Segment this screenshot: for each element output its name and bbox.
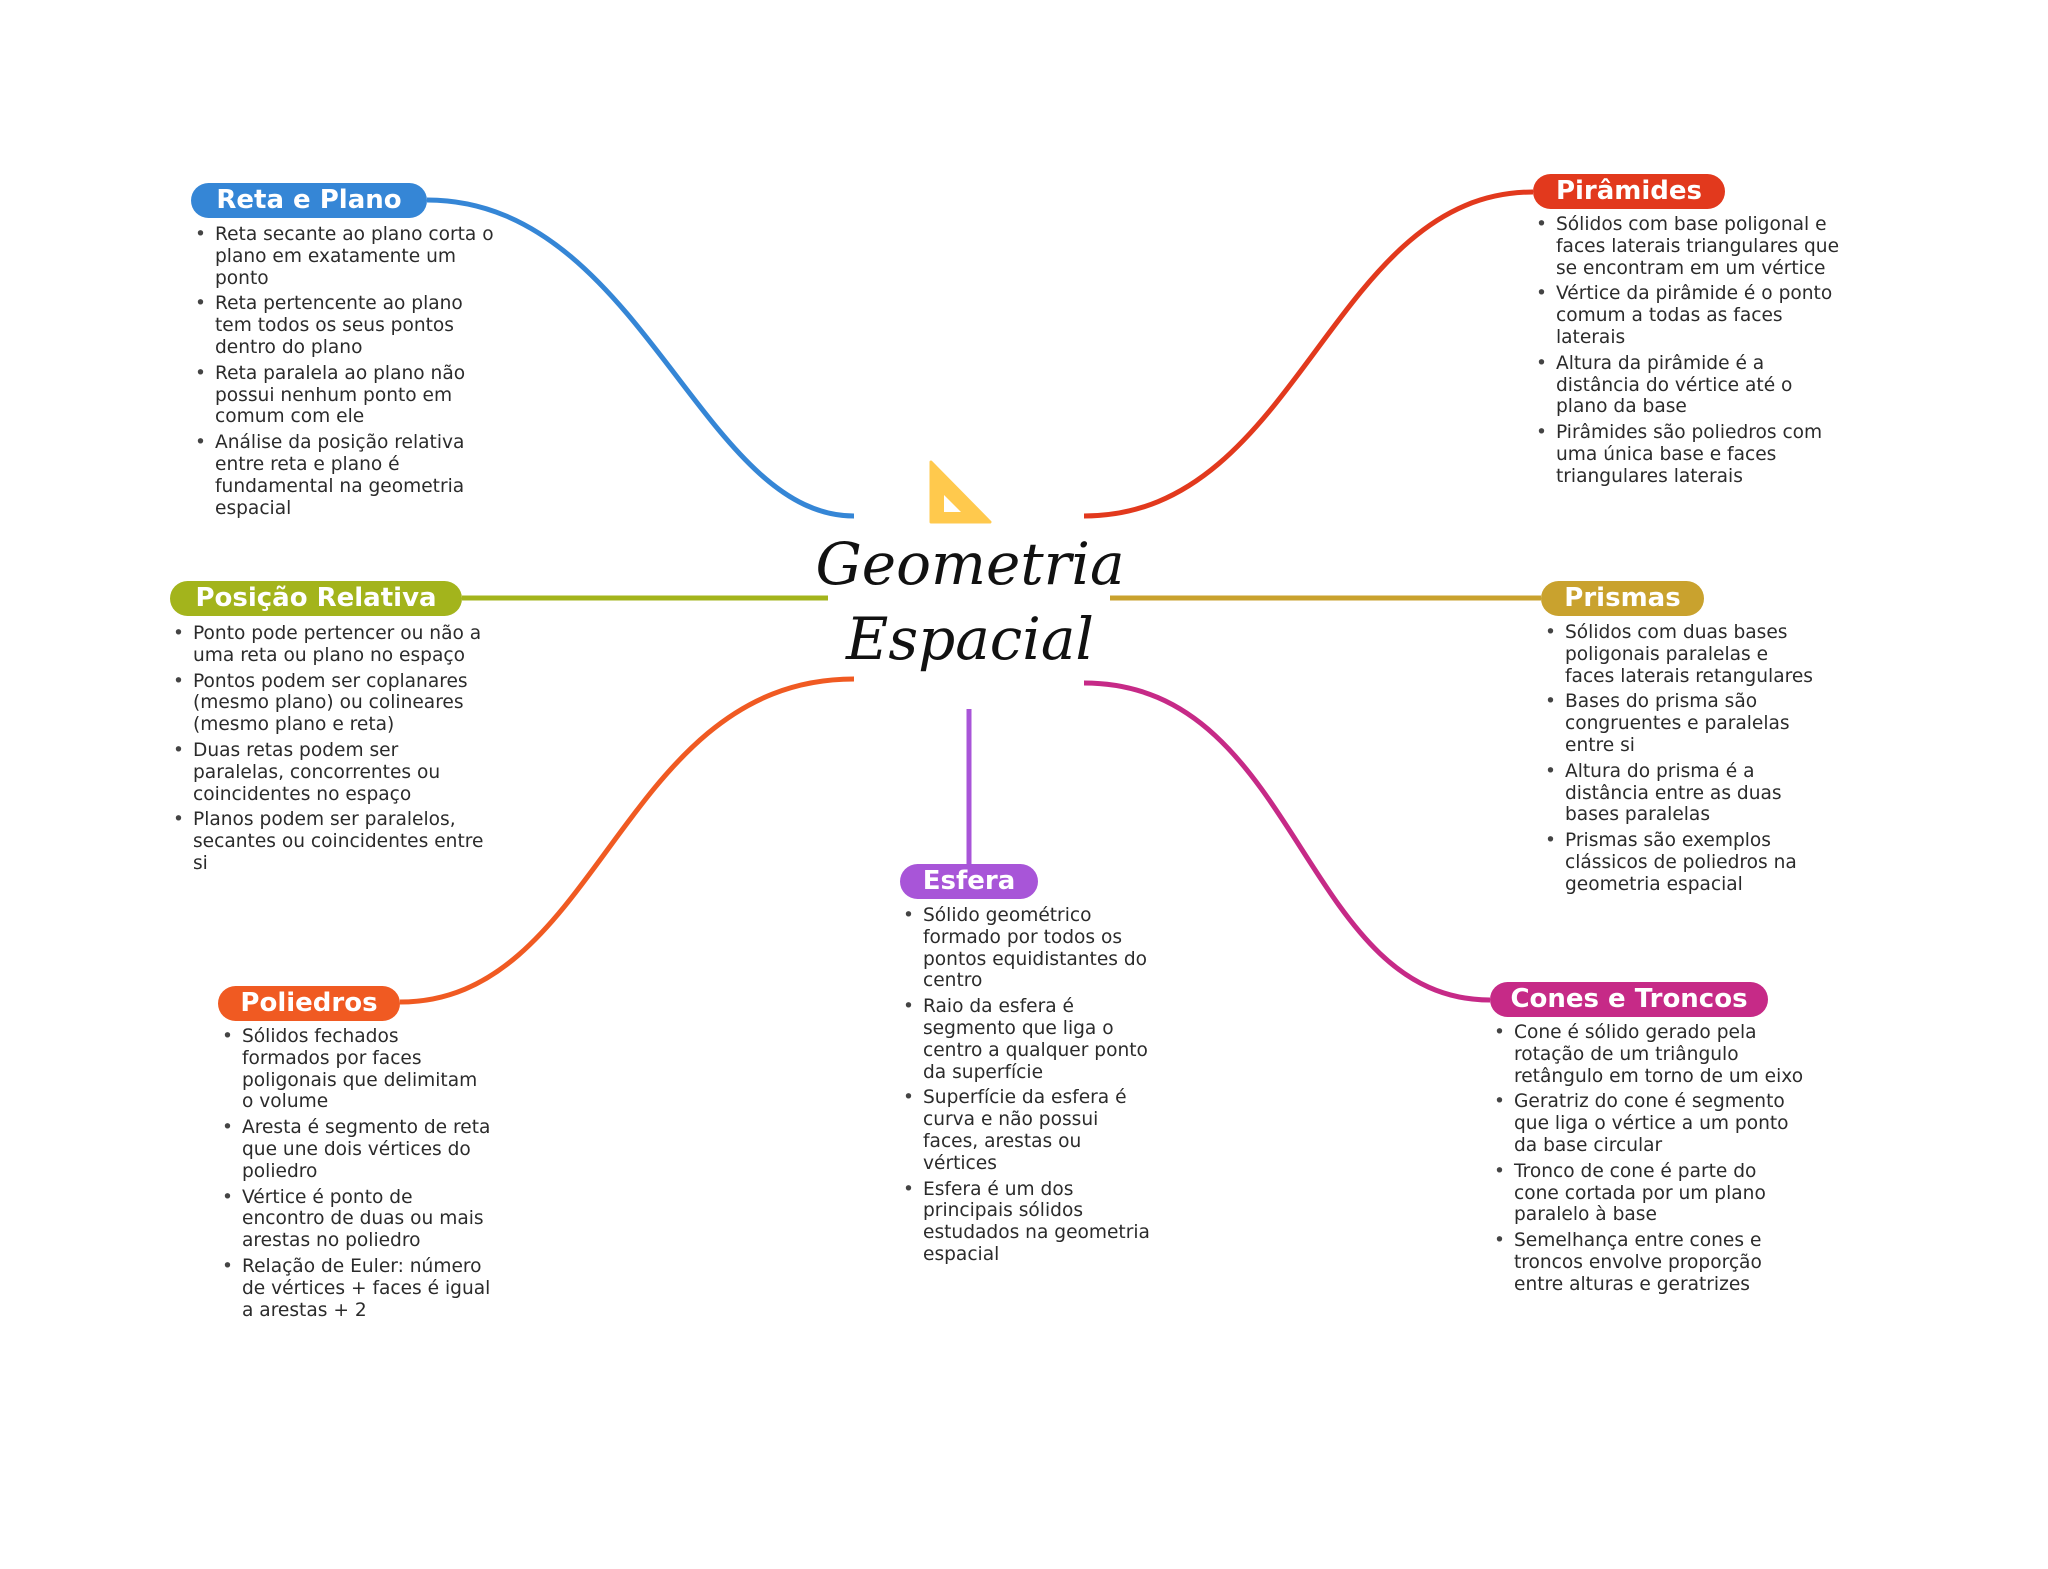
- connector-reta-plano: [426, 197, 855, 519]
- set-square-icon: [929, 460, 992, 524]
- list-item: Semelhança entre cones e troncos envolve…: [1494, 1230, 1804, 1295]
- list-poliedros: Sólidos fechados formados por faces poli…: [220, 1026, 492, 1325]
- list-posicao-relativa: Ponto pode pertencer ou não a uma reta o…: [171, 623, 493, 879]
- list-item: Análise da posição relativa entre reta e…: [195, 432, 505, 519]
- list-item: Reta pertencente ao plano tem todos os s…: [195, 293, 505, 358]
- topic-esfera[interactable]: Esfera: [900, 864, 1038, 899]
- list-item: Sólidos fechados formados por faces poli…: [222, 1026, 492, 1113]
- list-esfera: Sólido geométrico formado por todos os p…: [901, 905, 1153, 1270]
- list-item: Sólidos com base poligonal e faces later…: [1536, 214, 1846, 279]
- list-item: Ponto pode pertencer ou não a uma reta o…: [173, 623, 493, 667]
- connector-poliedros: [399, 676, 855, 1005]
- list-item: Prismas são exemplos clássicos de polied…: [1545, 830, 1815, 895]
- central-title-line2: Espacial: [846, 605, 1094, 673]
- list-item: Bases do prisma são congruentes e parale…: [1545, 691, 1815, 756]
- list-item: Raio da esfera é segmento que liga o cen…: [903, 996, 1153, 1083]
- list-item: Sólido geométrico formado por todos os p…: [903, 905, 1153, 992]
- connector-piramides: [1083, 189, 1534, 519]
- list-piramides: Sólidos com base poligonal e faces later…: [1534, 214, 1846, 492]
- central-title-line1: Geometria: [815, 530, 1125, 598]
- list-prismas: Sólidos com duas bases poligonais parale…: [1543, 622, 1815, 900]
- list-item: Aresta é segmento de reta que une dois v…: [222, 1117, 492, 1182]
- list-item: Relação de Euler: número de vértices + f…: [222, 1256, 492, 1321]
- topic-poliedros[interactable]: Poliedros: [218, 986, 400, 1021]
- list-item: Tronco de cone é parte do cone cortada p…: [1494, 1161, 1804, 1226]
- list-item: Pontos podem ser coplanares (mesmo plano…: [173, 671, 493, 736]
- list-item: Superfície da esfera é curva e não possu…: [903, 1087, 1153, 1174]
- list-item: Geratriz do cone é segmento que liga o v…: [1494, 1091, 1804, 1156]
- list-item: Altura da pirâmide é a distância do vért…: [1536, 353, 1846, 418]
- list-item: Cone é sólido gerado pela rotação de um …: [1494, 1022, 1804, 1087]
- list-item: Pirâmides são poliedros com uma única ba…: [1536, 422, 1846, 487]
- list-item: Vértice da pirâmide é o ponto comum a to…: [1536, 283, 1846, 348]
- topic-cones-troncos[interactable]: Cones e Troncos: [1490, 982, 1768, 1017]
- list-item: Reta secante ao plano corta o plano em e…: [195, 224, 505, 289]
- list-item: Duas retas podem ser paralelas, concorre…: [173, 740, 493, 805]
- list-item: Sólidos com duas bases poligonais parale…: [1545, 622, 1815, 687]
- list-item: Vértice é ponto de encontro de duas ou m…: [222, 1187, 492, 1252]
- list-item: Reta paralela ao plano não possui nenhum…: [195, 363, 505, 428]
- list-item: Esfera é um dos principais sólidos estud…: [903, 1179, 1153, 1266]
- topic-reta-plano[interactable]: Reta e Plano: [191, 183, 427, 218]
- list-reta-plano: Reta secante ao plano corta o plano em e…: [193, 224, 505, 523]
- list-cones-troncos: Cone é sólido gerado pela rotação de um …: [1492, 1022, 1804, 1300]
- topic-posicao-relativa[interactable]: Posição Relativa: [170, 581, 462, 616]
- list-item: Altura do prisma é a distância entre as …: [1545, 761, 1815, 826]
- topic-prismas[interactable]: Prismas: [1541, 581, 1704, 616]
- topic-piramides[interactable]: Pirâmides: [1533, 174, 1725, 209]
- connector-cones-troncos: [1083, 680, 1491, 1003]
- list-item: Planos podem ser paralelos, secantes ou …: [173, 809, 493, 874]
